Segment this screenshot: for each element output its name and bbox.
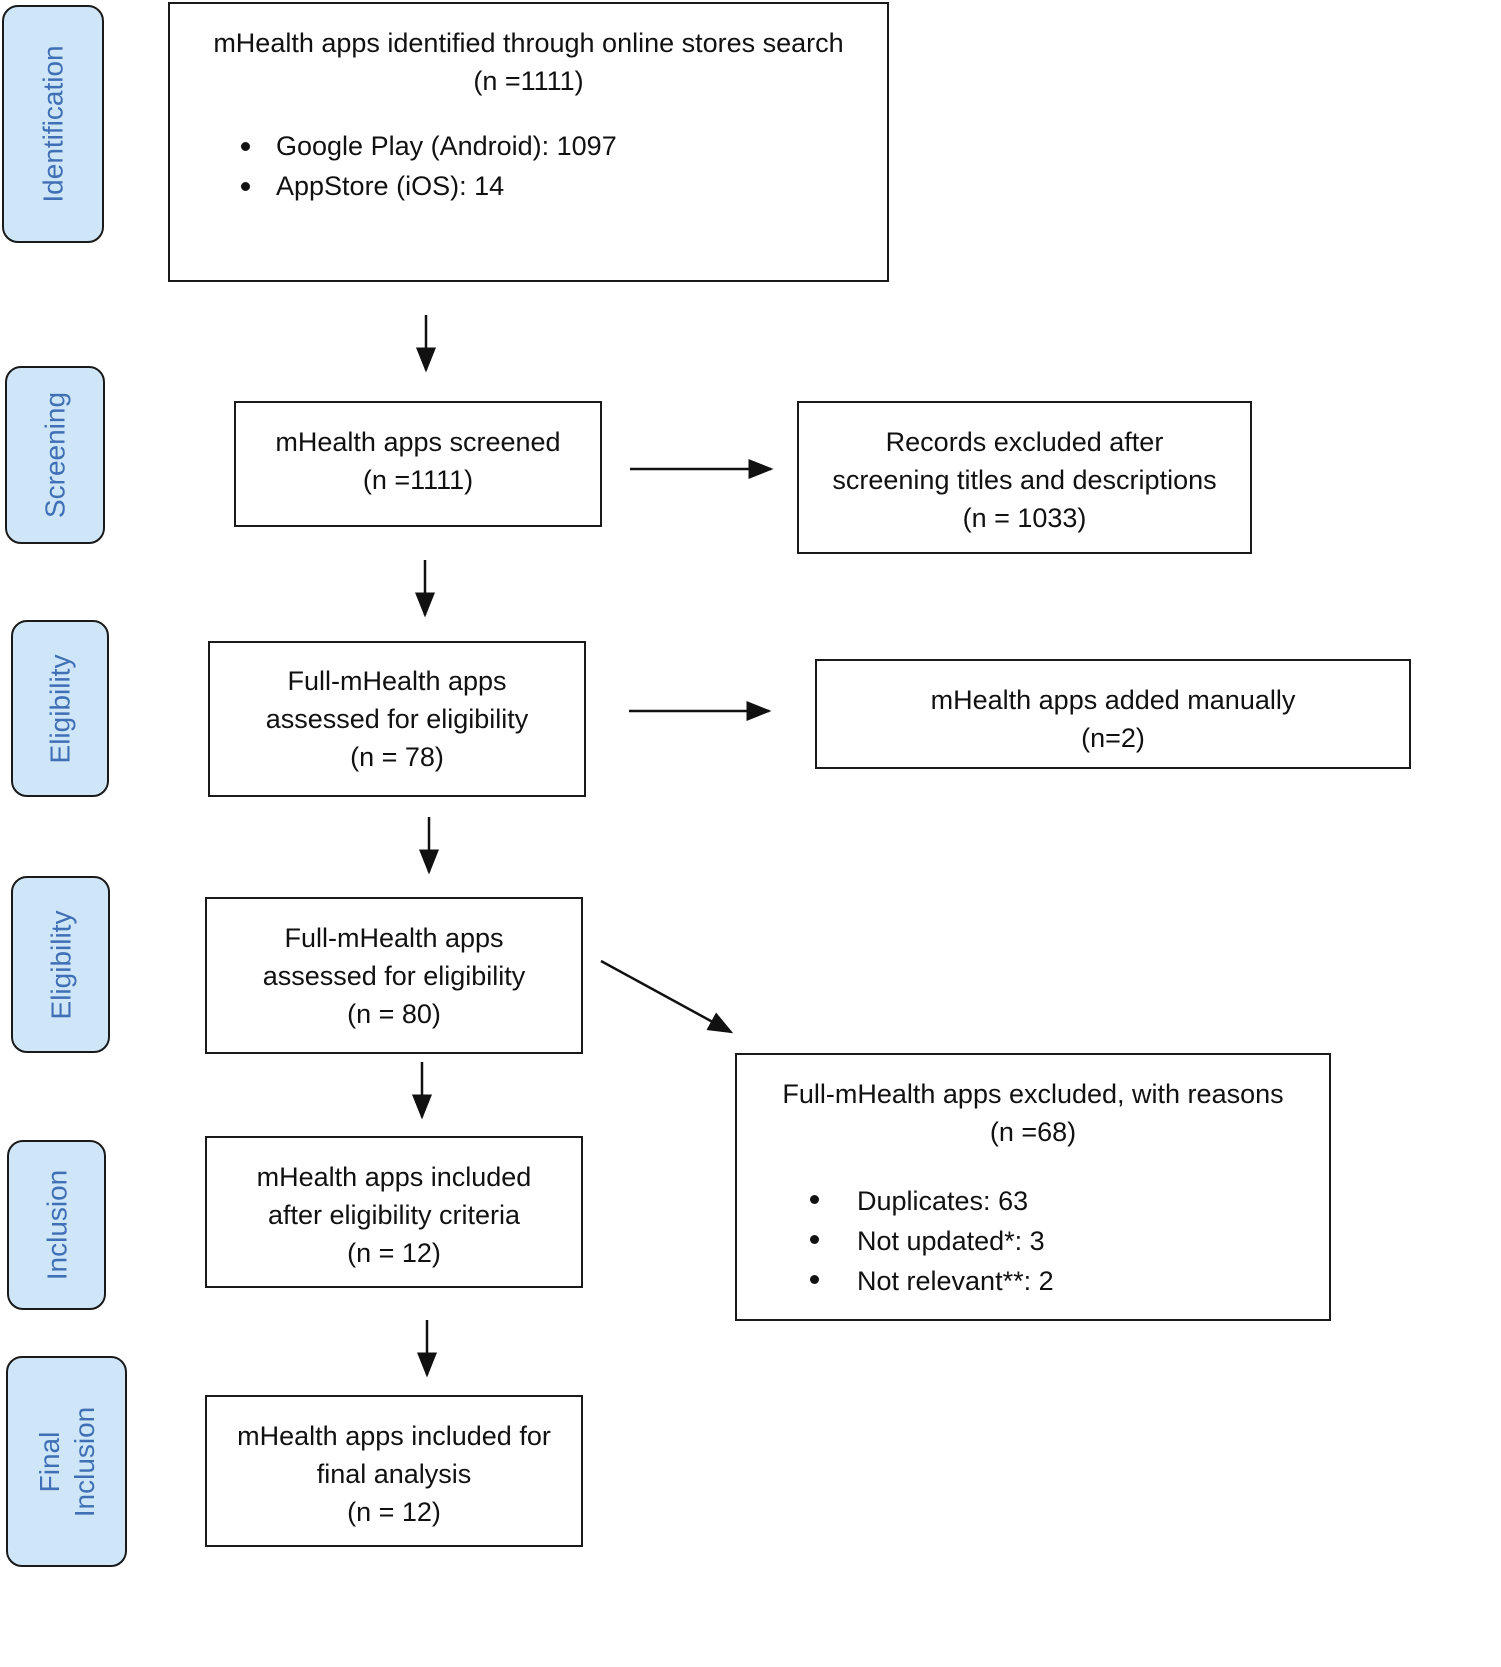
box-records-excluded-line1: Records excluded after xyxy=(885,427,1164,457)
box-assessed-80-count: (n = 80) xyxy=(347,999,441,1029)
phase-eligibility-1: Eligibility xyxy=(11,620,109,797)
box-final-analysis-line1: mHealth apps included for xyxy=(237,1421,551,1451)
box-apps-screened-title: mHealth apps screened xyxy=(275,427,561,457)
box-assessed-80: Full-mHealth apps assessed for eligibili… xyxy=(205,897,583,1054)
box-final-analysis: mHealth apps included for final analysis… xyxy=(205,1395,583,1547)
phase-final-inclusion: Final Inclusion xyxy=(6,1356,127,1567)
box-records-excluded: Records excluded after screening titles … xyxy=(797,401,1252,554)
box-apps-identified-count: (n =1111) xyxy=(473,66,584,96)
box-excluded-with-reasons-bullets: Duplicates: 63 Not updated*: 3 Not relev… xyxy=(810,1181,1054,1301)
phase-screening: Screening xyxy=(5,366,105,544)
box-apps-included-count: (n = 12) xyxy=(347,1238,441,1268)
box-apps-included-line2: after eligibility criteria xyxy=(267,1200,521,1230)
box-apps-identified: mHealth apps identified through online s… xyxy=(168,2,889,282)
list-item: AppStore (iOS): 14 xyxy=(241,166,617,206)
box-records-excluded-count: (n = 1033) xyxy=(962,503,1087,533)
box-added-manually-count: (n=2) xyxy=(1081,723,1145,753)
box-excluded-with-reasons-title: Full-mHealth apps excluded, with reasons xyxy=(782,1079,1284,1109)
box-apps-identified-title: mHealth apps identified through online s… xyxy=(213,28,844,58)
box-final-analysis-count: (n = 12) xyxy=(347,1497,441,1527)
box-apps-included: mHealth apps included after eligibility … xyxy=(205,1136,583,1288)
box-excluded-with-reasons: Full-mHealth apps excluded, with reasons… xyxy=(735,1053,1331,1321)
arrow-assessed-80-to-excluded xyxy=(600,959,734,1034)
list-item: Duplicates: 63 xyxy=(810,1181,1054,1221)
box-apps-included-line1: mHealth apps included xyxy=(256,1162,532,1192)
box-assessed-78-count: (n = 78) xyxy=(350,742,444,772)
box-apps-screened: mHealth apps screened (n =1111) xyxy=(234,401,602,527)
list-item: Not relevant**: 2 xyxy=(810,1261,1054,1301)
box-apps-screened-count: (n =1111) xyxy=(362,465,474,495)
list-item: Google Play (Android): 1097 xyxy=(241,126,617,166)
box-apps-identified-bullets: Google Play (Android): 1097 AppStore (iO… xyxy=(241,126,617,206)
box-assessed-78-line2: assessed for eligibility xyxy=(265,704,529,734)
box-assessed-80-line2: assessed for eligibility xyxy=(262,961,526,991)
box-final-analysis-line2: final analysis xyxy=(316,1459,472,1489)
box-assessed-78-line1: Full-mHealth apps xyxy=(287,666,507,696)
box-records-excluded-line2: screening titles and descriptions xyxy=(832,465,1217,495)
box-excluded-with-reasons-count: (n =68) xyxy=(989,1117,1077,1147)
box-added-manually: mHealth apps added manually (n=2) xyxy=(815,659,1411,769)
phase-identification: Identification xyxy=(2,5,104,243)
phase-eligibility-2: Eligibility xyxy=(11,876,110,1053)
box-added-manually-title: mHealth apps added manually xyxy=(930,685,1296,715)
phase-inclusion: Inclusion xyxy=(7,1140,106,1310)
list-item: Not updated*: 3 xyxy=(810,1221,1054,1261)
box-assessed-80-line1: Full-mHealth apps xyxy=(284,923,504,953)
box-assessed-78: Full-mHealth apps assessed for eligibili… xyxy=(208,641,586,797)
